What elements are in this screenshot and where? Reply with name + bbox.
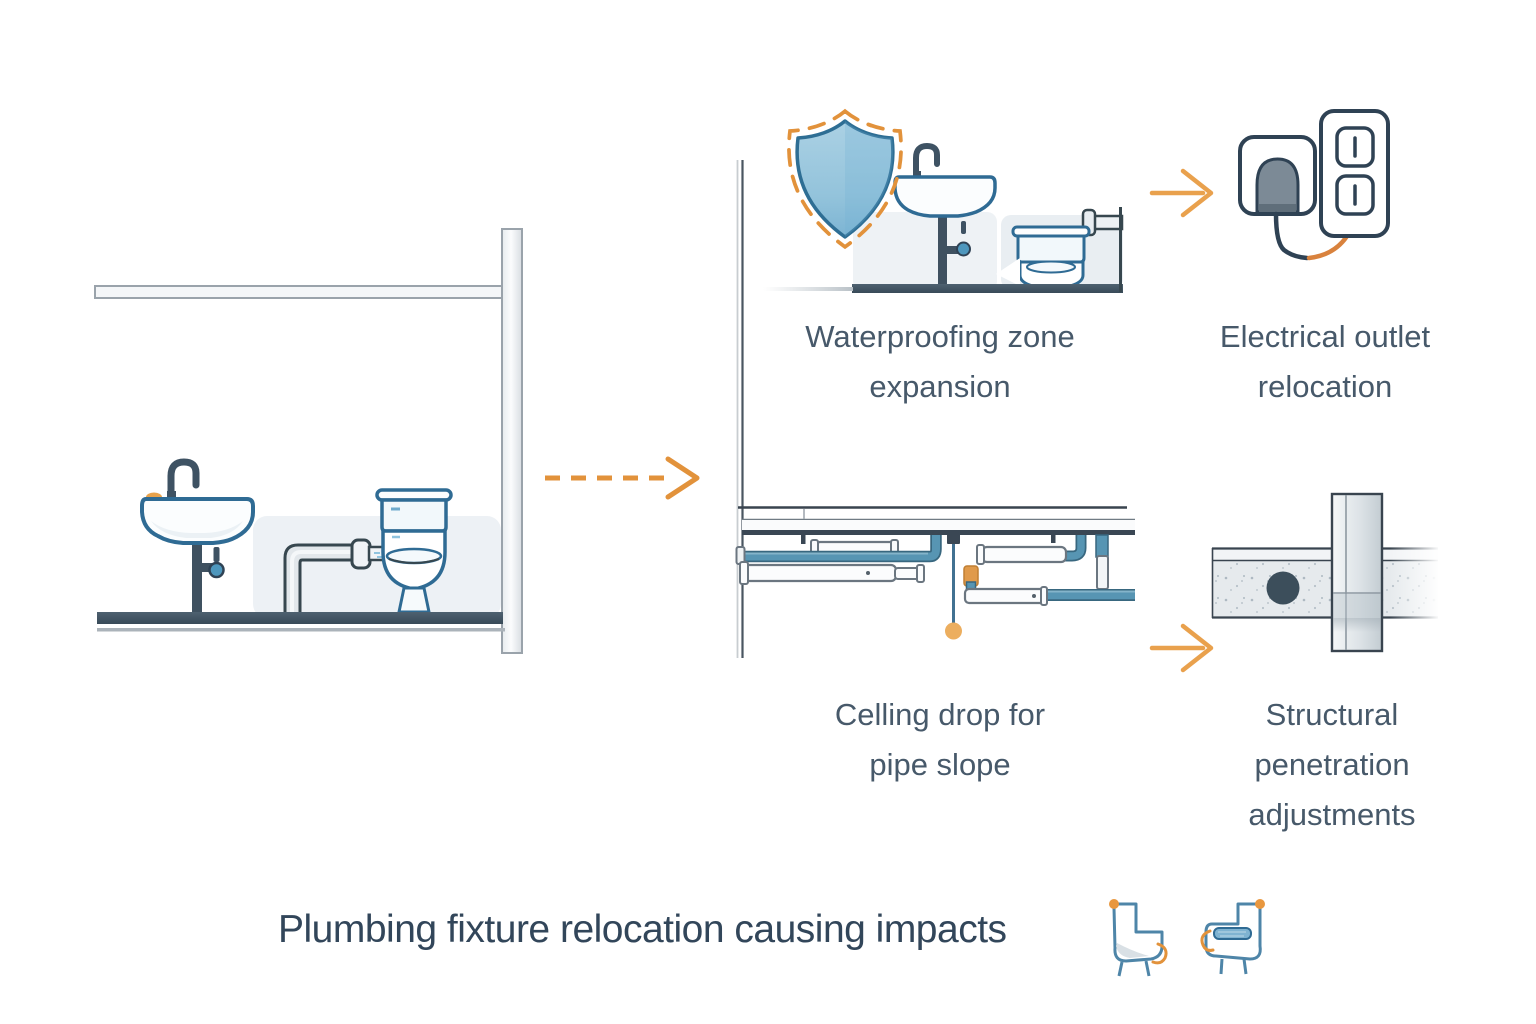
label-line: Structural	[1265, 697, 1399, 732]
main-title: Plumbing fixture relocation causing impa…	[278, 908, 1007, 951]
shutoff-valve	[208, 561, 225, 579]
waterproofing-scene	[763, 108, 1124, 293]
sink-before	[140, 458, 255, 614]
ceiling-drop-scene	[735, 509, 1135, 640]
drain-pipe	[283, 538, 387, 617]
pipe-fitting	[350, 538, 372, 570]
label-ceiling: Celling drop for pipe slope	[737, 690, 1143, 790]
structural-scene	[1149, 492, 1440, 673]
label-line: penetration	[1254, 747, 1410, 783]
wall-column	[501, 228, 523, 654]
pipe-cluster-right	[963, 534, 1135, 606]
ceiling-slab	[94, 285, 505, 299]
bathroom-before-scene	[94, 228, 523, 654]
label-structural: Structural penetration adjustments	[1182, 690, 1482, 841]
duct-lower	[739, 561, 925, 585]
unplugged-cord-icon	[1238, 135, 1358, 261]
toilet-small	[996, 208, 1124, 290]
label-line: Waterproofing zone	[805, 319, 1075, 354]
pipe-hanger	[1051, 535, 1056, 543]
label-line: expansion	[869, 369, 1011, 405]
sink-drain	[192, 542, 202, 614]
toilet-silhouette-before-icon	[1109, 899, 1168, 977]
label-waterproofing: Waterproofing zone expansion	[737, 312, 1143, 412]
core-drill-hole-icon	[1266, 571, 1300, 605]
floor-slab	[97, 612, 503, 624]
plumb-drop-marker-icon	[945, 531, 962, 640]
flow-marks	[374, 552, 382, 558]
vertical-pipe	[1330, 492, 1384, 653]
label-electrical: Electrical outlet relocation	[1155, 312, 1495, 412]
wall-outlet-icon	[1319, 109, 1390, 238]
electrical-scene	[1149, 109, 1390, 261]
ceiling-slab-band	[742, 520, 1135, 531]
floor-band	[852, 284, 1123, 293]
toilet-silhouette-after-icon	[1200, 899, 1265, 975]
faucet	[167, 458, 200, 498]
label-line: relocation	[1257, 369, 1393, 405]
title-toilet-icons	[1109, 899, 1265, 977]
toilet-before	[375, 488, 453, 614]
label-line: Electrical outlet	[1219, 319, 1431, 354]
blue-pipe-main	[742, 535, 942, 563]
label-line: adjustments	[1248, 797, 1416, 833]
impact-arrow-structural	[1149, 623, 1214, 673]
waterproof-zone-left	[853, 212, 997, 291]
waterproofing-shield-icon	[787, 108, 903, 250]
pipe-hanger	[801, 535, 806, 544]
label-line: Celling drop for	[834, 697, 1046, 732]
label-line: pipe slope	[869, 747, 1011, 783]
sink-small	[893, 142, 997, 286]
impact-arrow-electrical	[1149, 168, 1214, 218]
flow-arrow-dashed	[545, 456, 700, 500]
